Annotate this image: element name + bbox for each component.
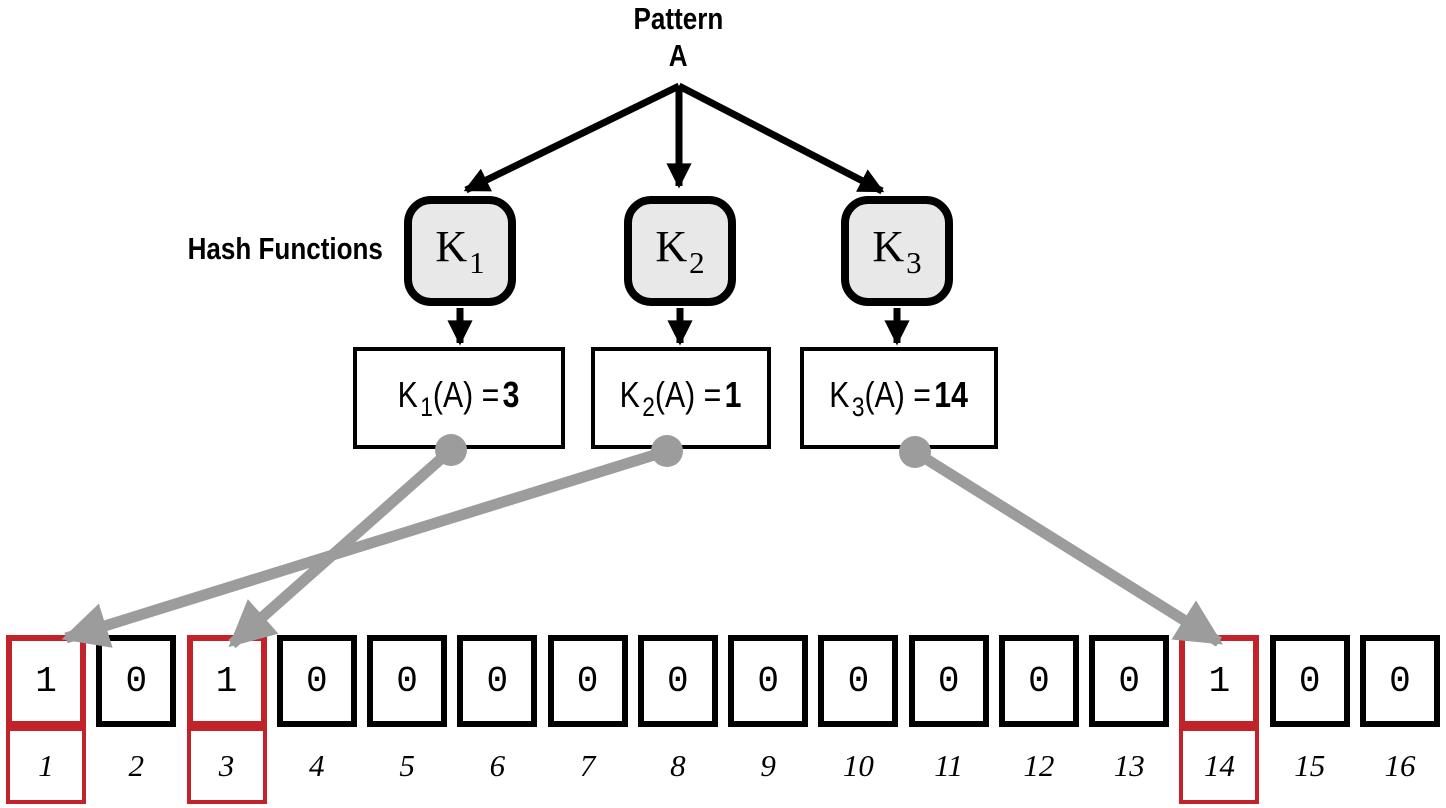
k3-label: K3 (872, 222, 922, 280)
bit-value: 0 (847, 660, 870, 702)
index-label-13: 13 (1113, 747, 1145, 783)
arrow-pattern-to-k3 (677, 82, 885, 195)
bit-value: 0 (1118, 660, 1140, 702)
bit-cell-2: 0 (96, 635, 177, 727)
index-label-1: 1 (6, 727, 86, 804)
bit-cell-13: 0 (1089, 635, 1170, 727)
pattern-item-label: A (668, 38, 688, 73)
index-label-4: 4 (309, 747, 325, 783)
bit-value: 0 (486, 660, 509, 702)
arrow-result1-to-bit3 (228, 445, 455, 649)
hash-functions-label: Hash Functions (187, 231, 383, 266)
bit-cell-14: 1 (1179, 635, 1260, 727)
arrow-result3-to-bit14 (912, 447, 1223, 647)
bit-cell-8: 0 (637, 635, 718, 727)
hash-function-node-k3: K3 (841, 196, 953, 306)
index-label-11: 11 (934, 747, 963, 783)
index-label-6: 6 (489, 747, 506, 783)
bit-value: 0 (667, 660, 689, 702)
pattern-block: Pattern A (528, 0, 828, 74)
bit-array-index-row: 1 2 3 4 5 6 7 8 9 10 11 12 13 14 15 16 (6, 727, 1440, 804)
bit-value: 1 (215, 660, 238, 702)
k1-label: K1 (435, 222, 485, 280)
bit-value: 0 (396, 660, 418, 702)
bit-value: 0 (1389, 660, 1411, 702)
hash-result-box-k2: K2(A) =1 (591, 347, 771, 449)
bit-cell-4: 0 (276, 635, 357, 727)
index-label-10: 10 (842, 747, 874, 783)
hash-result-box-k1: K1(A) =3 (353, 347, 565, 449)
index-label-7: 7 (579, 747, 596, 783)
index-label-16: 16 (1384, 747, 1416, 783)
index-label-15: 15 (1294, 747, 1326, 783)
index-label-14: 14 (1179, 727, 1260, 804)
bit-value: 0 (937, 660, 960, 702)
bit-value: 0 (757, 660, 779, 702)
hash-function-node-k1: K1 (404, 196, 516, 306)
arrow-result2-to-bit1 (61, 445, 669, 648)
bit-cell-10: 0 (818, 635, 899, 727)
hash-result-box-k3: K3(A) =14 (800, 347, 998, 449)
bit-cell-9: 0 (728, 635, 809, 727)
k3-result-text: K3(A) =14 (829, 373, 969, 422)
bit-cell-1: 1 (6, 635, 86, 727)
bit-cell-12: 0 (998, 635, 1079, 727)
index-label-3: 3 (186, 727, 267, 804)
bit-value: 0 (1298, 660, 1321, 702)
bit-value: 0 (576, 660, 599, 702)
index-label-9: 9 (760, 747, 776, 783)
k1-result-text: K1(A) =3 (398, 373, 520, 422)
bit-cell-15: 0 (1269, 635, 1350, 727)
bit-cell-7: 0 (547, 635, 628, 727)
k2-result-text: K2(A) =1 (620, 373, 742, 422)
bit-value: 0 (125, 660, 148, 702)
index-label-12: 12 (1023, 747, 1055, 783)
index-label-5: 5 (399, 747, 415, 783)
arrow-pattern-to-k1 (463, 82, 681, 194)
bit-cell-11: 0 (908, 635, 989, 727)
bit-cell-6: 0 (457, 635, 538, 727)
index-label-2: 2 (128, 747, 145, 783)
bit-value: 0 (305, 660, 328, 702)
bit-array: 1 0 1 0 0 0 0 0 0 0 0 0 0 1 0 0 (6, 635, 1440, 727)
bit-cell-16: 0 (1359, 635, 1440, 727)
bit-value: 0 (1028, 660, 1050, 702)
hash-function-node-k2: K2 (624, 196, 736, 306)
bit-cell-3: 1 (186, 635, 267, 727)
bit-value: 1 (1208, 660, 1231, 702)
k2-label: K2 (655, 222, 705, 280)
pattern-label: Pattern (633, 1, 723, 36)
bit-cell-5: 0 (367, 635, 448, 727)
bit-value: 1 (35, 660, 57, 702)
index-label-8: 8 (670, 747, 686, 783)
